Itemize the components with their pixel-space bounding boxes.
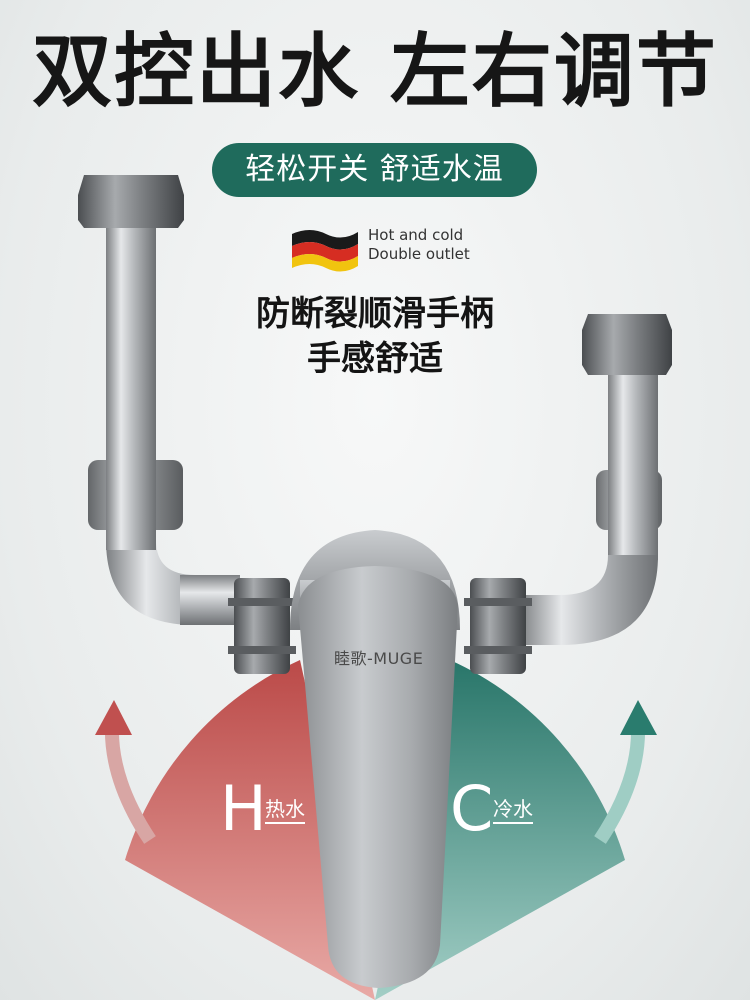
feature-line-2: 手感舒适 [307, 339, 443, 379]
brand-engraving: 睦歌-MUGE [334, 649, 424, 668]
left-top-nut [78, 175, 184, 228]
cold-letter: C [450, 772, 494, 845]
badge-line-2: Double outlet [368, 245, 470, 263]
badge-text: Hot and cold Double outlet [368, 226, 470, 264]
cold-arrow-icon [594, 724, 646, 844]
right-side-nut [470, 578, 526, 674]
left-side-nut [234, 578, 290, 674]
hot-arrow-icon [104, 724, 156, 844]
german-flag-icon [292, 230, 358, 272]
right-top-nut [582, 314, 672, 375]
lever-handle [298, 566, 458, 988]
hot-letter: H [220, 772, 267, 845]
subtitle-pill: 轻松开关 舒适水温 [212, 143, 537, 197]
badge-line-1: Hot and cold [368, 226, 464, 244]
feature-line-1: 防断裂顺滑手柄 [256, 294, 494, 334]
hot-label: 热水 [265, 797, 305, 824]
headline: 双控出水 左右调节 [32, 25, 718, 118]
cold-label: 冷水 [493, 797, 533, 824]
